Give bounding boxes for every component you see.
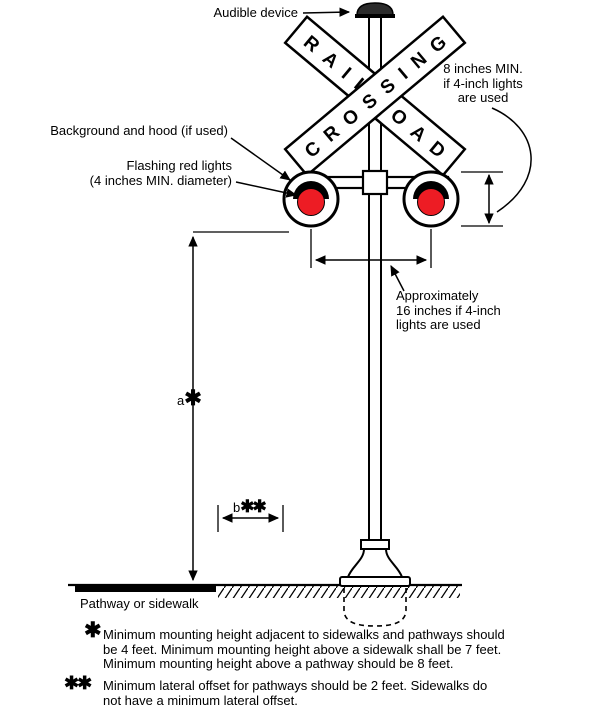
leader-sixteen-inch	[390, 265, 405, 292]
eight-inch-note-line3: are used	[457, 90, 509, 105]
footnote1-text: Minimum mounting height adjacent to side…	[103, 627, 505, 672]
sixteen-inch-note-line3: lights are used	[396, 317, 481, 332]
pole-base-plate	[339, 576, 411, 587]
footnote1-line3: Minimum mounting height above a pathway …	[103, 656, 454, 671]
footnote1-line1: Minimum mounting height adjacent to side…	[103, 627, 505, 642]
dimension-b-label: b✱✱	[233, 497, 267, 516]
dimension-a-label: a✱	[177, 388, 202, 409]
eight-inch-note-line2: if 4-inch lights	[443, 75, 523, 91]
audible-device-base	[355, 14, 395, 18]
background-hood-label: Background and hood (if used)	[50, 123, 228, 138]
footnote1-asterisk: ✱	[84, 619, 102, 642]
footnote1-line2: be 4 feet. Minimum mounting height above…	[103, 641, 502, 657]
eight-inch-note-line1: 8 inches MIN.	[443, 61, 523, 76]
sixteen-inch-note-line1: Approximately	[396, 288, 479, 303]
footnote2-asterisk: ✱✱	[64, 673, 92, 693]
left-light-red-lens	[297, 188, 325, 216]
dimension-b-letter: b	[233, 500, 241, 515]
pathway-label: Pathway or sidewalk	[80, 596, 199, 611]
pole-base-bell	[346, 548, 404, 578]
leader-eight-inch-curve	[491, 107, 532, 213]
foundation-outline	[343, 588, 407, 627]
footnote2-text: Minimum lateral offset for pathways shou…	[103, 678, 488, 708]
ground-hatching	[218, 586, 460, 598]
pathway-surface	[75, 584, 216, 592]
footnote2-line1: Minimum lateral offset for pathways shou…	[103, 678, 488, 693]
dimension-a-letter: a	[177, 393, 185, 408]
pole-base-collar	[360, 539, 390, 550]
dimension-a-asterisk: ✱	[184, 387, 202, 410]
leader-flashing-lights	[235, 181, 298, 198]
flashing-lights-label-line1: Flashing red lights	[126, 158, 233, 173]
audible-device-label: Audible device	[213, 5, 298, 20]
right-light-red-lens	[417, 188, 445, 216]
footnote2-line2: not have a minimum lateral offset.	[103, 692, 298, 708]
sixteen-inch-note: Approximately 16 inches if 4-inch lights…	[396, 288, 526, 333]
leader-audible-device	[302, 7, 351, 17]
sixteen-inch-note-line2: 16 inches if 4-inch	[396, 302, 501, 318]
pole-bracket	[361, 169, 389, 196]
crossbuck-blade-crossing	[283, 15, 467, 177]
eight-inch-note: 8 inches MIN. if 4-inch lights are used	[424, 61, 542, 106]
dimension-b-asterisk: ✱✱	[240, 497, 266, 516]
flashing-lights-label: Flashing red lights (4 inches MIN. diame…	[66, 158, 233, 188]
audible-device-dome	[356, 2, 394, 16]
flashing-lights-label-line2: (4 inches MIN. diameter)	[89, 172, 232, 188]
leader-background-hood	[230, 137, 291, 181]
